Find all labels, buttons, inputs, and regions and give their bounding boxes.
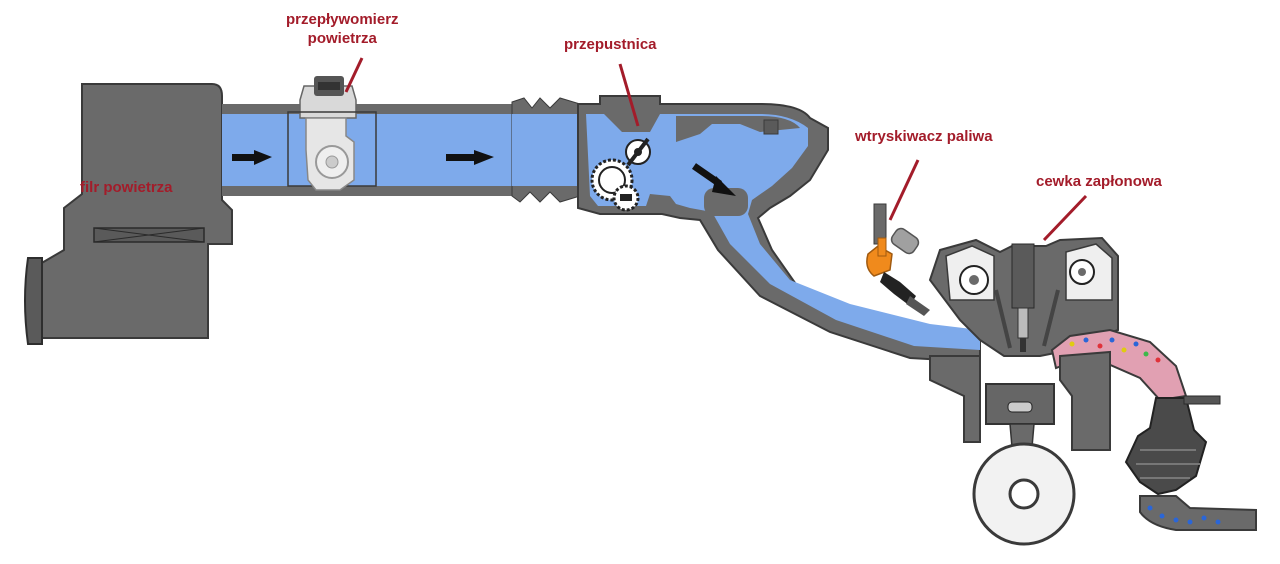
air-filter-label: filr powietrza (80, 178, 173, 197)
throttle-body (577, 95, 981, 364)
leader-lines (344, 57, 1088, 242)
throttle-label-text: przepustnica (564, 36, 657, 53)
fuel-injector-label: wtryskiwacz paliwa (855, 127, 993, 146)
exhaust-particles (1069, 337, 1161, 363)
engine-block (929, 350, 1111, 546)
air-filter-label-text: filr powietrza (80, 179, 173, 196)
exhaust-manifold (1050, 328, 1257, 531)
fuel-injector (866, 203, 930, 316)
ignition-coil-label-text: cewka zapłonowa (1036, 173, 1162, 190)
fuel-injector-label-text: wtryskiwacz paliwa (855, 128, 993, 145)
arrow-right-icon (232, 150, 272, 165)
arrow-diagonal-icon (692, 163, 736, 196)
air-filter (24, 83, 233, 345)
maf-sensor (287, 76, 377, 191)
throttle-label: przepustnica (564, 35, 657, 54)
throttle-gears (590, 137, 651, 212)
arrow-right-icon (446, 150, 494, 165)
maf-sensor-label-line2: powietrza (307, 30, 377, 47)
cylinder-head (928, 236, 1119, 357)
ignition-coil-label: cewka zapłonowa (1036, 172, 1162, 191)
maf-sensor-label-line1: przepływomierz (286, 11, 399, 28)
maf-sensor-label: przepływomierz powietrza (286, 10, 399, 48)
air-flow-arrows (232, 150, 736, 196)
intake-duct (222, 97, 586, 203)
